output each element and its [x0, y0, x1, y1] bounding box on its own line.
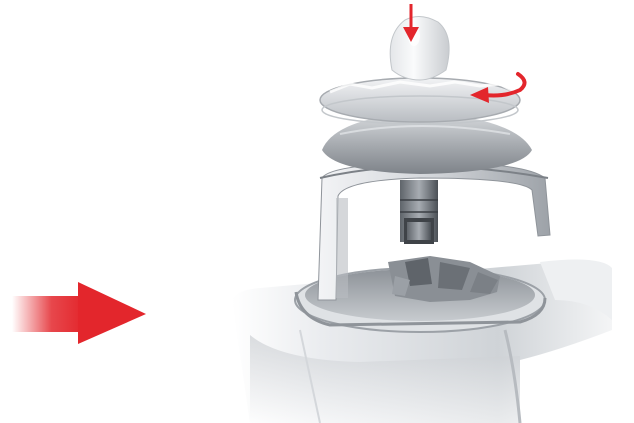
spindle	[400, 180, 438, 244]
internal-gear	[388, 256, 500, 302]
dial-disc	[320, 78, 520, 124]
top-knob	[390, 16, 449, 80]
flow-arrow-icon	[12, 282, 146, 344]
